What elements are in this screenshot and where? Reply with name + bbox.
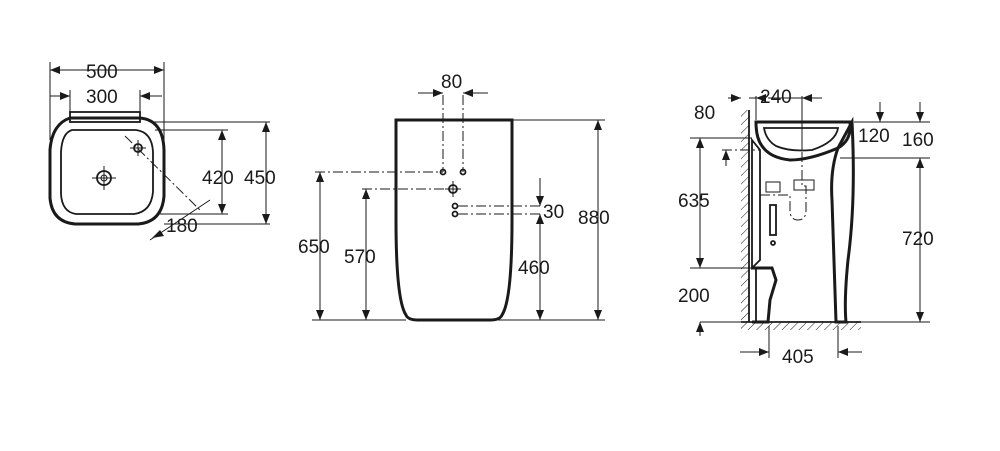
top-width-overall-label: 500 [86, 62, 118, 83]
front-view [312, 89, 605, 322]
side-rim-a-label: 120 [858, 126, 890, 147]
floor-hatch [741, 322, 861, 330]
side-rim-b-label: 160 [902, 130, 934, 151]
top-view [48, 62, 270, 241]
side-view [690, 94, 930, 358]
front-spacing-label: 80 [441, 72, 462, 93]
side-height-c-label: 200 [678, 286, 710, 307]
top-width-inner-label: 300 [86, 87, 118, 108]
side-base-depth-label: 405 [782, 347, 814, 368]
front-height-total-label: 880 [578, 208, 610, 229]
side-height-a-label: 635 [678, 191, 710, 212]
front-offset-label: 30 [543, 202, 564, 223]
side-height-b-label: 720 [902, 229, 934, 250]
side-depth-label: 240 [760, 87, 792, 108]
front-height-a-label: 650 [298, 237, 330, 258]
top-depth-overall-label: 450 [244, 168, 276, 189]
basin-inner-outline [60, 129, 154, 215]
basin-outer-outline [48, 116, 166, 226]
basin-side-profile [754, 120, 852, 162]
pedestal-outline [394, 118, 514, 322]
side-wall-gap-label: 80 [694, 103, 715, 124]
pedestal-side-profile [830, 116, 855, 324]
basin-rear-lip [69, 111, 141, 123]
front-height-c-label: 460 [518, 258, 550, 279]
front-height-b-label: 570 [344, 247, 376, 268]
wall-hatch [741, 110, 749, 322]
siphon-icon [760, 152, 807, 221]
top-depth-inner-label: 420 [202, 168, 234, 189]
top-angle-label: 180 [166, 216, 198, 237]
